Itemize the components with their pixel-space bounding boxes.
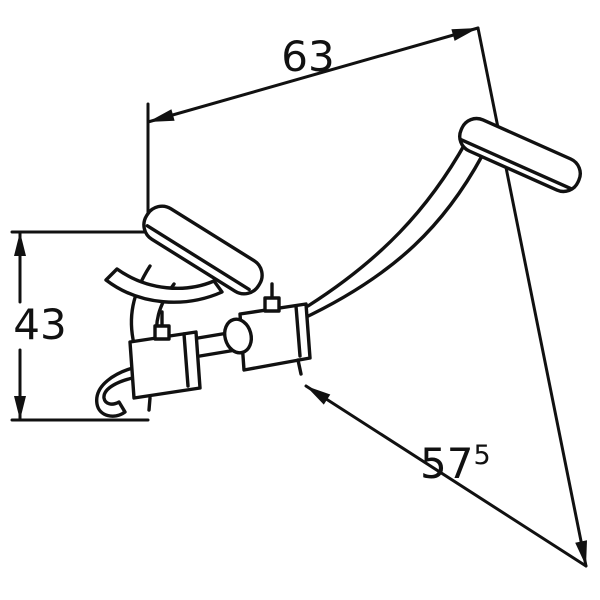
right-pedal-edge xyxy=(459,138,573,191)
dimension-lines xyxy=(10,26,588,568)
depth-dimension-line xyxy=(304,384,588,568)
width-dimension-line xyxy=(146,26,480,124)
left-pin-head xyxy=(153,324,171,341)
dimension-depth-label: 575 xyxy=(420,442,491,485)
arrowhead-depth-top-icon xyxy=(306,386,331,405)
left-handle-edge xyxy=(145,224,251,292)
right-pedal xyxy=(458,116,582,194)
dimension-arrowheads xyxy=(14,28,587,566)
part-outline xyxy=(95,116,582,418)
dimension-height-label: 43 xyxy=(13,300,67,349)
left-clamp-block xyxy=(128,330,202,400)
left-handle xyxy=(142,204,264,296)
right-pin-head xyxy=(263,296,281,313)
diagonal-extension-line xyxy=(476,26,588,568)
arrowhead-width-left-icon xyxy=(148,109,175,122)
pivot-collar xyxy=(222,317,254,355)
handle-flange xyxy=(104,267,224,304)
arrowhead-height-top-icon xyxy=(14,232,26,256)
dimension-depth-superscript: 5 xyxy=(473,440,491,471)
tube-end-hook xyxy=(95,364,145,418)
arrowhead-depth-bottom-icon xyxy=(575,540,587,566)
lever-tube-upper-edge xyxy=(306,140,468,308)
arrowhead-width-right-icon xyxy=(451,28,478,41)
arrowhead-height-bottom-icon xyxy=(14,396,26,420)
right-clamp-foot xyxy=(296,358,303,376)
left-clamp-foot xyxy=(147,396,152,412)
left-clamp-edge xyxy=(182,332,190,388)
dimension-depth-value: 57 xyxy=(420,439,474,488)
lever-tube-lower-edge xyxy=(298,154,484,322)
handle-support-front xyxy=(129,264,152,346)
dimension-width-label: 63 xyxy=(281,32,335,81)
right-clamp-edge xyxy=(294,304,302,358)
